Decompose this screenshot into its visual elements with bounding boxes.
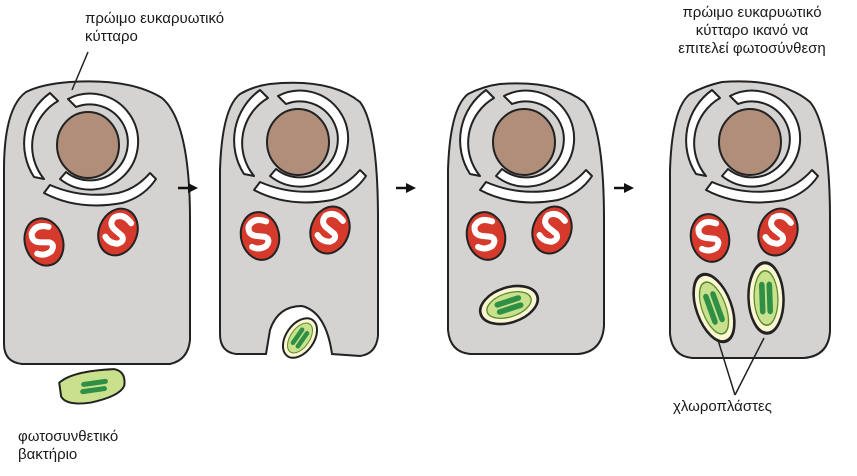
chloroplast xyxy=(747,262,784,334)
label-bacterium: φωτοσυνθετικό βακτήριο xyxy=(18,428,118,464)
arrow-right-icon xyxy=(396,183,416,193)
cell-stage-4 xyxy=(670,81,830,358)
label-early-cell: πρώιμο ευκαρυωτικό κύτταρο xyxy=(85,10,224,46)
photosynthetic-bacterium xyxy=(58,367,127,407)
cell-stage-3 xyxy=(448,83,604,354)
engulfed-bacterium xyxy=(276,312,324,364)
cell-stage-1 xyxy=(4,81,190,364)
cell-stage-2 xyxy=(220,83,378,364)
label-chloroplasts: χλωροπλάστες xyxy=(673,398,772,416)
label-photosynthetic-cell: πρώιμο ευκαρυωτικό κύτταρο ικανό να επιτ… xyxy=(652,4,852,58)
arrow-right-icon xyxy=(614,183,634,193)
